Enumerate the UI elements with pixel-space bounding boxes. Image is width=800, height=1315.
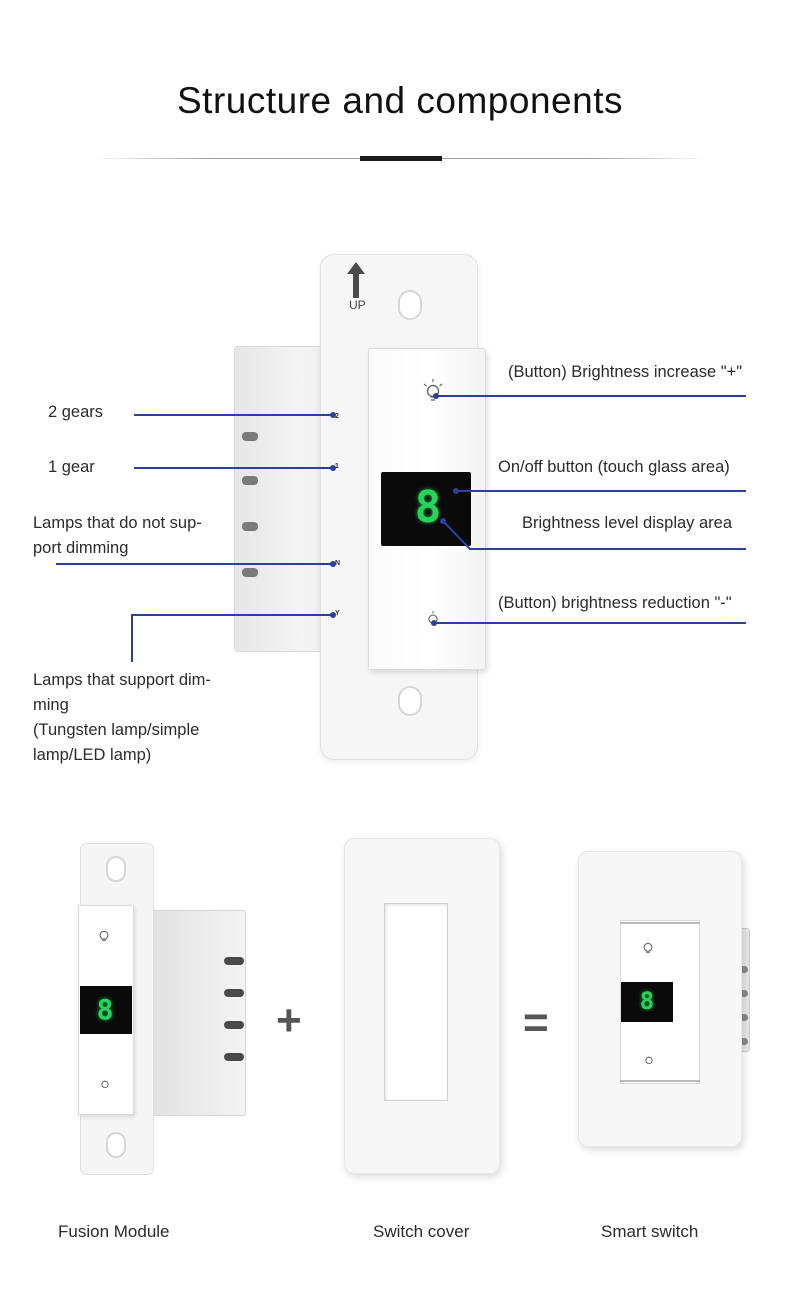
terminal-label: Y <box>335 610 340 617</box>
label-non-dimming: Lamps that do not sup- port dimming <box>33 511 202 561</box>
label-line: ming <box>33 696 69 714</box>
terminal-label: 1 <box>335 463 339 470</box>
plus-sign: + <box>276 996 302 1045</box>
housing-slot <box>224 1021 244 1029</box>
switch-cover-opening <box>384 903 448 1101</box>
housing-slot <box>224 989 244 997</box>
bulb-icon <box>643 942 653 953</box>
face-edge <box>620 1080 700 1082</box>
housing-slot <box>242 522 258 531</box>
leader-dot <box>330 612 336 618</box>
title-accent-bar <box>360 156 442 161</box>
caption-switch-cover: Switch cover <box>373 1222 470 1241</box>
housing-slot <box>224 957 244 965</box>
housing-slot <box>242 432 258 441</box>
display-digit: 8 <box>96 993 114 1026</box>
bulb-icon <box>645 1056 653 1065</box>
terminal-label: N <box>335 560 341 567</box>
terminal-label: 2 <box>335 413 339 420</box>
caption-fusion-module: Fusion Module <box>58 1222 170 1241</box>
label-onoff-button: On/off button (touch glass area) <box>498 458 730 476</box>
brightness-display <box>621 982 673 1022</box>
up-label: UP <box>349 298 366 312</box>
leader-dot <box>330 412 336 418</box>
housing-slot <box>242 568 258 577</box>
label-line: lamp/LED lamp) <box>33 746 152 764</box>
leader-line <box>131 614 133 662</box>
brightness-display <box>80 986 132 1034</box>
leader-line <box>440 518 746 550</box>
bulb-icon <box>101 1080 109 1089</box>
leader-dot <box>433 393 439 399</box>
up-arrow-icon <box>347 262 365 298</box>
fusion-module-housing <box>150 910 246 1116</box>
leader-line <box>434 622 746 624</box>
housing-slot <box>738 1038 748 1045</box>
label-line: (Tungsten lamp/simple <box>33 721 200 739</box>
label-line: Lamps that support dim- <box>33 671 211 689</box>
leader-dot <box>330 561 336 567</box>
mounting-hole-top <box>106 856 126 882</box>
housing-slot <box>738 990 748 997</box>
leader-line <box>456 490 746 492</box>
leader-dot <box>330 465 336 471</box>
bulb-icon <box>99 930 109 941</box>
leader-line <box>131 614 334 616</box>
housing-slot <box>738 1014 748 1021</box>
label-2-gears: 2 gears <box>48 403 104 421</box>
leader-line <box>134 414 334 416</box>
face-edge <box>620 922 700 924</box>
leader-dot <box>453 488 459 494</box>
label-display-area: Brightness level display area <box>522 514 733 532</box>
equals-sign: = <box>523 998 549 1047</box>
label-dimming: Lamps that support dim- ming (Tungsten l… <box>33 668 211 768</box>
mounting-hole-top <box>398 290 422 320</box>
page-title: Structure and components <box>177 80 623 121</box>
mounting-hole-bottom <box>398 686 422 716</box>
mounting-hole-bottom <box>106 1132 126 1158</box>
housing-slot <box>224 1053 244 1061</box>
display-digit: 8 <box>639 987 655 1015</box>
bulb-icon[interactable] <box>422 378 444 406</box>
leader-line <box>134 467 334 469</box>
label-line: port dimming <box>33 539 129 557</box>
label-line: Lamps that do not sup- <box>33 514 202 532</box>
label-brightness-reduction: (Button) brightness reduction "-" <box>498 594 732 612</box>
leader-line <box>56 563 334 565</box>
display-digit: 8 <box>414 482 442 533</box>
caption-smart-switch: Smart switch <box>601 1222 699 1241</box>
housing-slot <box>738 966 748 973</box>
leader-dot <box>431 620 437 626</box>
leader-line <box>436 395 746 397</box>
label-brightness-increase: (Button) Brightness increase "+" <box>508 363 743 381</box>
label-1-gear: 1 gear <box>48 458 95 476</box>
housing-slot <box>242 476 258 485</box>
